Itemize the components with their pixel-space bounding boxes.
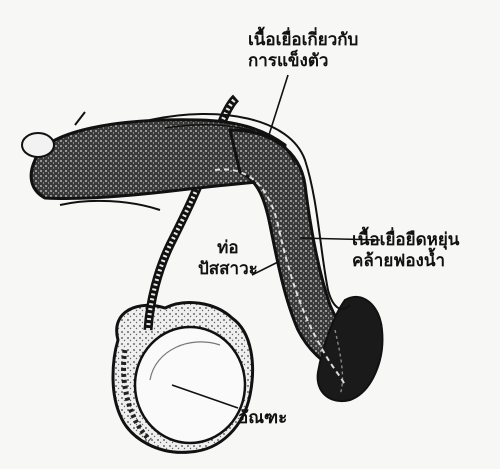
testis-shape [133, 325, 247, 445]
leader-corpus-cavernosum [267, 74, 289, 139]
label-testis: อัณฑะ [238, 408, 288, 428]
leader-lines [171, 74, 381, 409]
label-corpus-cavernosum: เนื้อเยื่อเกี่ยวกับ การแข็งตัว [248, 30, 359, 71]
label-corpus-spongiosum: เนื้อเยื่อยืดหยุ่น คล้ายฟองน้ำ [352, 230, 460, 271]
leader-urethra [251, 261, 279, 276]
penis-root [21, 111, 287, 211]
label-urethra: ท่อ ปัสสาวะ [198, 238, 258, 279]
leader-corpus-spongiosum [299, 237, 381, 241]
corpus-cavernosum-outline [149, 113, 351, 310]
leader-testis [171, 384, 239, 409]
